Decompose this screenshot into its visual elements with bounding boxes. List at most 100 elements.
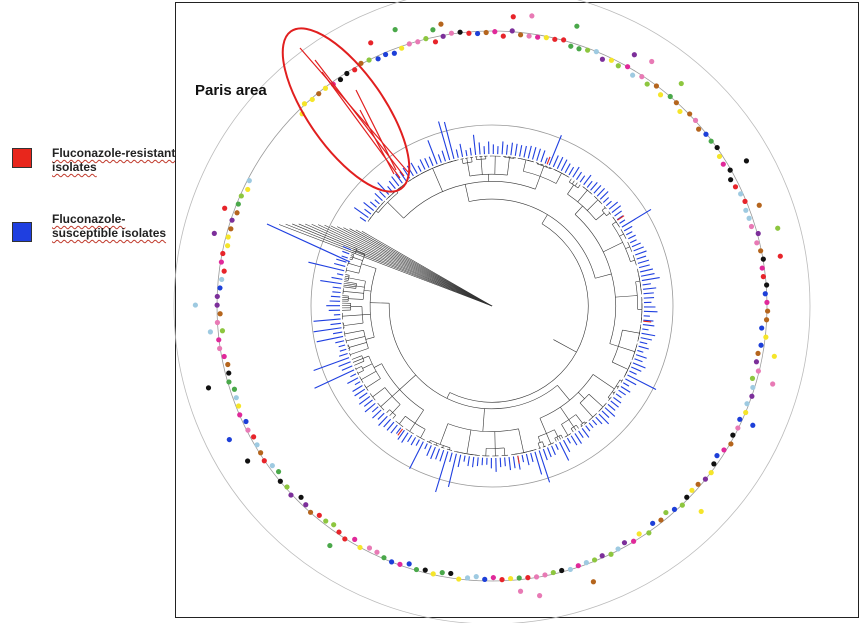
metadata-dot xyxy=(728,177,734,183)
tree-branch-arc xyxy=(468,198,596,279)
tree-branch xyxy=(429,440,431,443)
isolate-bar xyxy=(409,441,424,470)
isolate-bar xyxy=(628,234,636,240)
tree-branch-arc xyxy=(453,159,459,162)
metadata-dot xyxy=(552,36,558,42)
metadata-dot xyxy=(382,51,389,58)
outer-ring xyxy=(173,0,811,623)
metadata-dot xyxy=(375,56,381,62)
isolate-bar xyxy=(586,180,593,188)
isolate-bar xyxy=(316,335,344,343)
metadata-dot xyxy=(765,308,771,314)
isolate-bar xyxy=(508,456,512,471)
tree-branch-arc xyxy=(362,281,366,300)
isolate-bar xyxy=(410,162,418,174)
metadata-dot xyxy=(743,207,749,213)
tree-branch xyxy=(541,214,548,224)
metadata-dot xyxy=(214,319,221,326)
isolate-bar xyxy=(555,443,559,451)
tree-branch xyxy=(569,178,572,183)
tree-branch xyxy=(366,378,381,389)
metadata-dot xyxy=(211,230,217,236)
tree-branch-arc xyxy=(361,366,364,371)
metadata-dot xyxy=(466,30,472,36)
metadata-dot xyxy=(621,540,628,546)
tree-branch-arc xyxy=(535,162,540,164)
isolate-bars xyxy=(266,121,660,493)
isolate-bar xyxy=(634,358,643,363)
tree-branch xyxy=(612,391,615,394)
isolate-bar xyxy=(523,145,527,158)
metadata-dot xyxy=(258,450,264,456)
tree-branch xyxy=(292,223,493,307)
metadata-dot xyxy=(764,282,770,288)
isolate-bar xyxy=(417,165,422,172)
metadata-dot xyxy=(225,361,231,368)
tree-branch xyxy=(361,263,377,269)
isolate-bar xyxy=(640,337,652,341)
isolate-bar xyxy=(358,392,368,399)
isolate-bar xyxy=(514,143,518,156)
isolate-bar xyxy=(372,409,382,419)
metadata-dot xyxy=(608,57,615,63)
metadata-dot xyxy=(737,416,743,422)
isolate-bar xyxy=(386,421,395,431)
isolate-bar xyxy=(530,452,534,463)
metadata-dot xyxy=(550,569,556,576)
tree-branch xyxy=(343,282,357,286)
tree-branch xyxy=(311,223,493,307)
tree-branch xyxy=(607,397,611,400)
tree-branch xyxy=(595,273,612,279)
isolate-bar xyxy=(536,148,541,161)
isolate-bar xyxy=(639,341,648,345)
tree-branch xyxy=(386,409,390,413)
tree-branch-arc xyxy=(601,210,607,216)
tree-branch xyxy=(362,355,369,359)
metadata-dots xyxy=(192,13,783,599)
isolate-bar xyxy=(642,324,655,327)
tree-branch-arc xyxy=(440,446,445,449)
metadata-dot xyxy=(413,566,420,573)
metadata-dot xyxy=(746,215,752,221)
tree-branch-arc xyxy=(377,402,385,411)
tree-branch-arc xyxy=(388,303,558,410)
tree-branch-arc xyxy=(570,424,577,429)
tree-branch xyxy=(625,246,630,249)
metadata-dot xyxy=(406,561,412,567)
tree-branch xyxy=(461,158,464,164)
tree-branch xyxy=(363,289,372,292)
metadata-dot xyxy=(219,276,225,283)
isolate-bar xyxy=(467,456,470,467)
tree-branch-arc xyxy=(542,445,546,448)
metadata-dot xyxy=(337,76,344,83)
tree-branch xyxy=(635,280,640,283)
metadata-dot xyxy=(533,574,540,580)
tree-branch xyxy=(595,212,605,221)
metadata-dot xyxy=(663,509,669,516)
metadata-dot xyxy=(639,74,645,80)
metadata-dot xyxy=(217,285,223,291)
isolate-bar xyxy=(510,142,513,156)
tree-branch-arc xyxy=(371,211,376,216)
metadata-dot xyxy=(298,494,304,500)
metadata-dot xyxy=(224,243,231,249)
metadata-dot xyxy=(695,481,701,487)
isolate-bar xyxy=(342,246,352,251)
isolate-bar xyxy=(447,453,457,488)
metadata-dot xyxy=(245,186,251,193)
tree-branch xyxy=(362,363,373,369)
tree-branch-arc xyxy=(553,168,557,171)
metadata-dot xyxy=(754,240,760,246)
isolate-bar xyxy=(313,357,350,371)
metadata-dot xyxy=(388,559,395,565)
metadata-dot xyxy=(714,144,720,151)
isolate-bar xyxy=(521,454,525,463)
metadata-dot xyxy=(439,570,445,576)
metadata-dot xyxy=(381,555,387,561)
tree-branch xyxy=(351,253,354,256)
tree-branch xyxy=(575,424,579,429)
tree-branch-arc xyxy=(345,267,348,273)
tree-branch-arc xyxy=(635,343,638,348)
metadata-dot xyxy=(543,35,549,41)
tree-branch xyxy=(578,392,585,399)
